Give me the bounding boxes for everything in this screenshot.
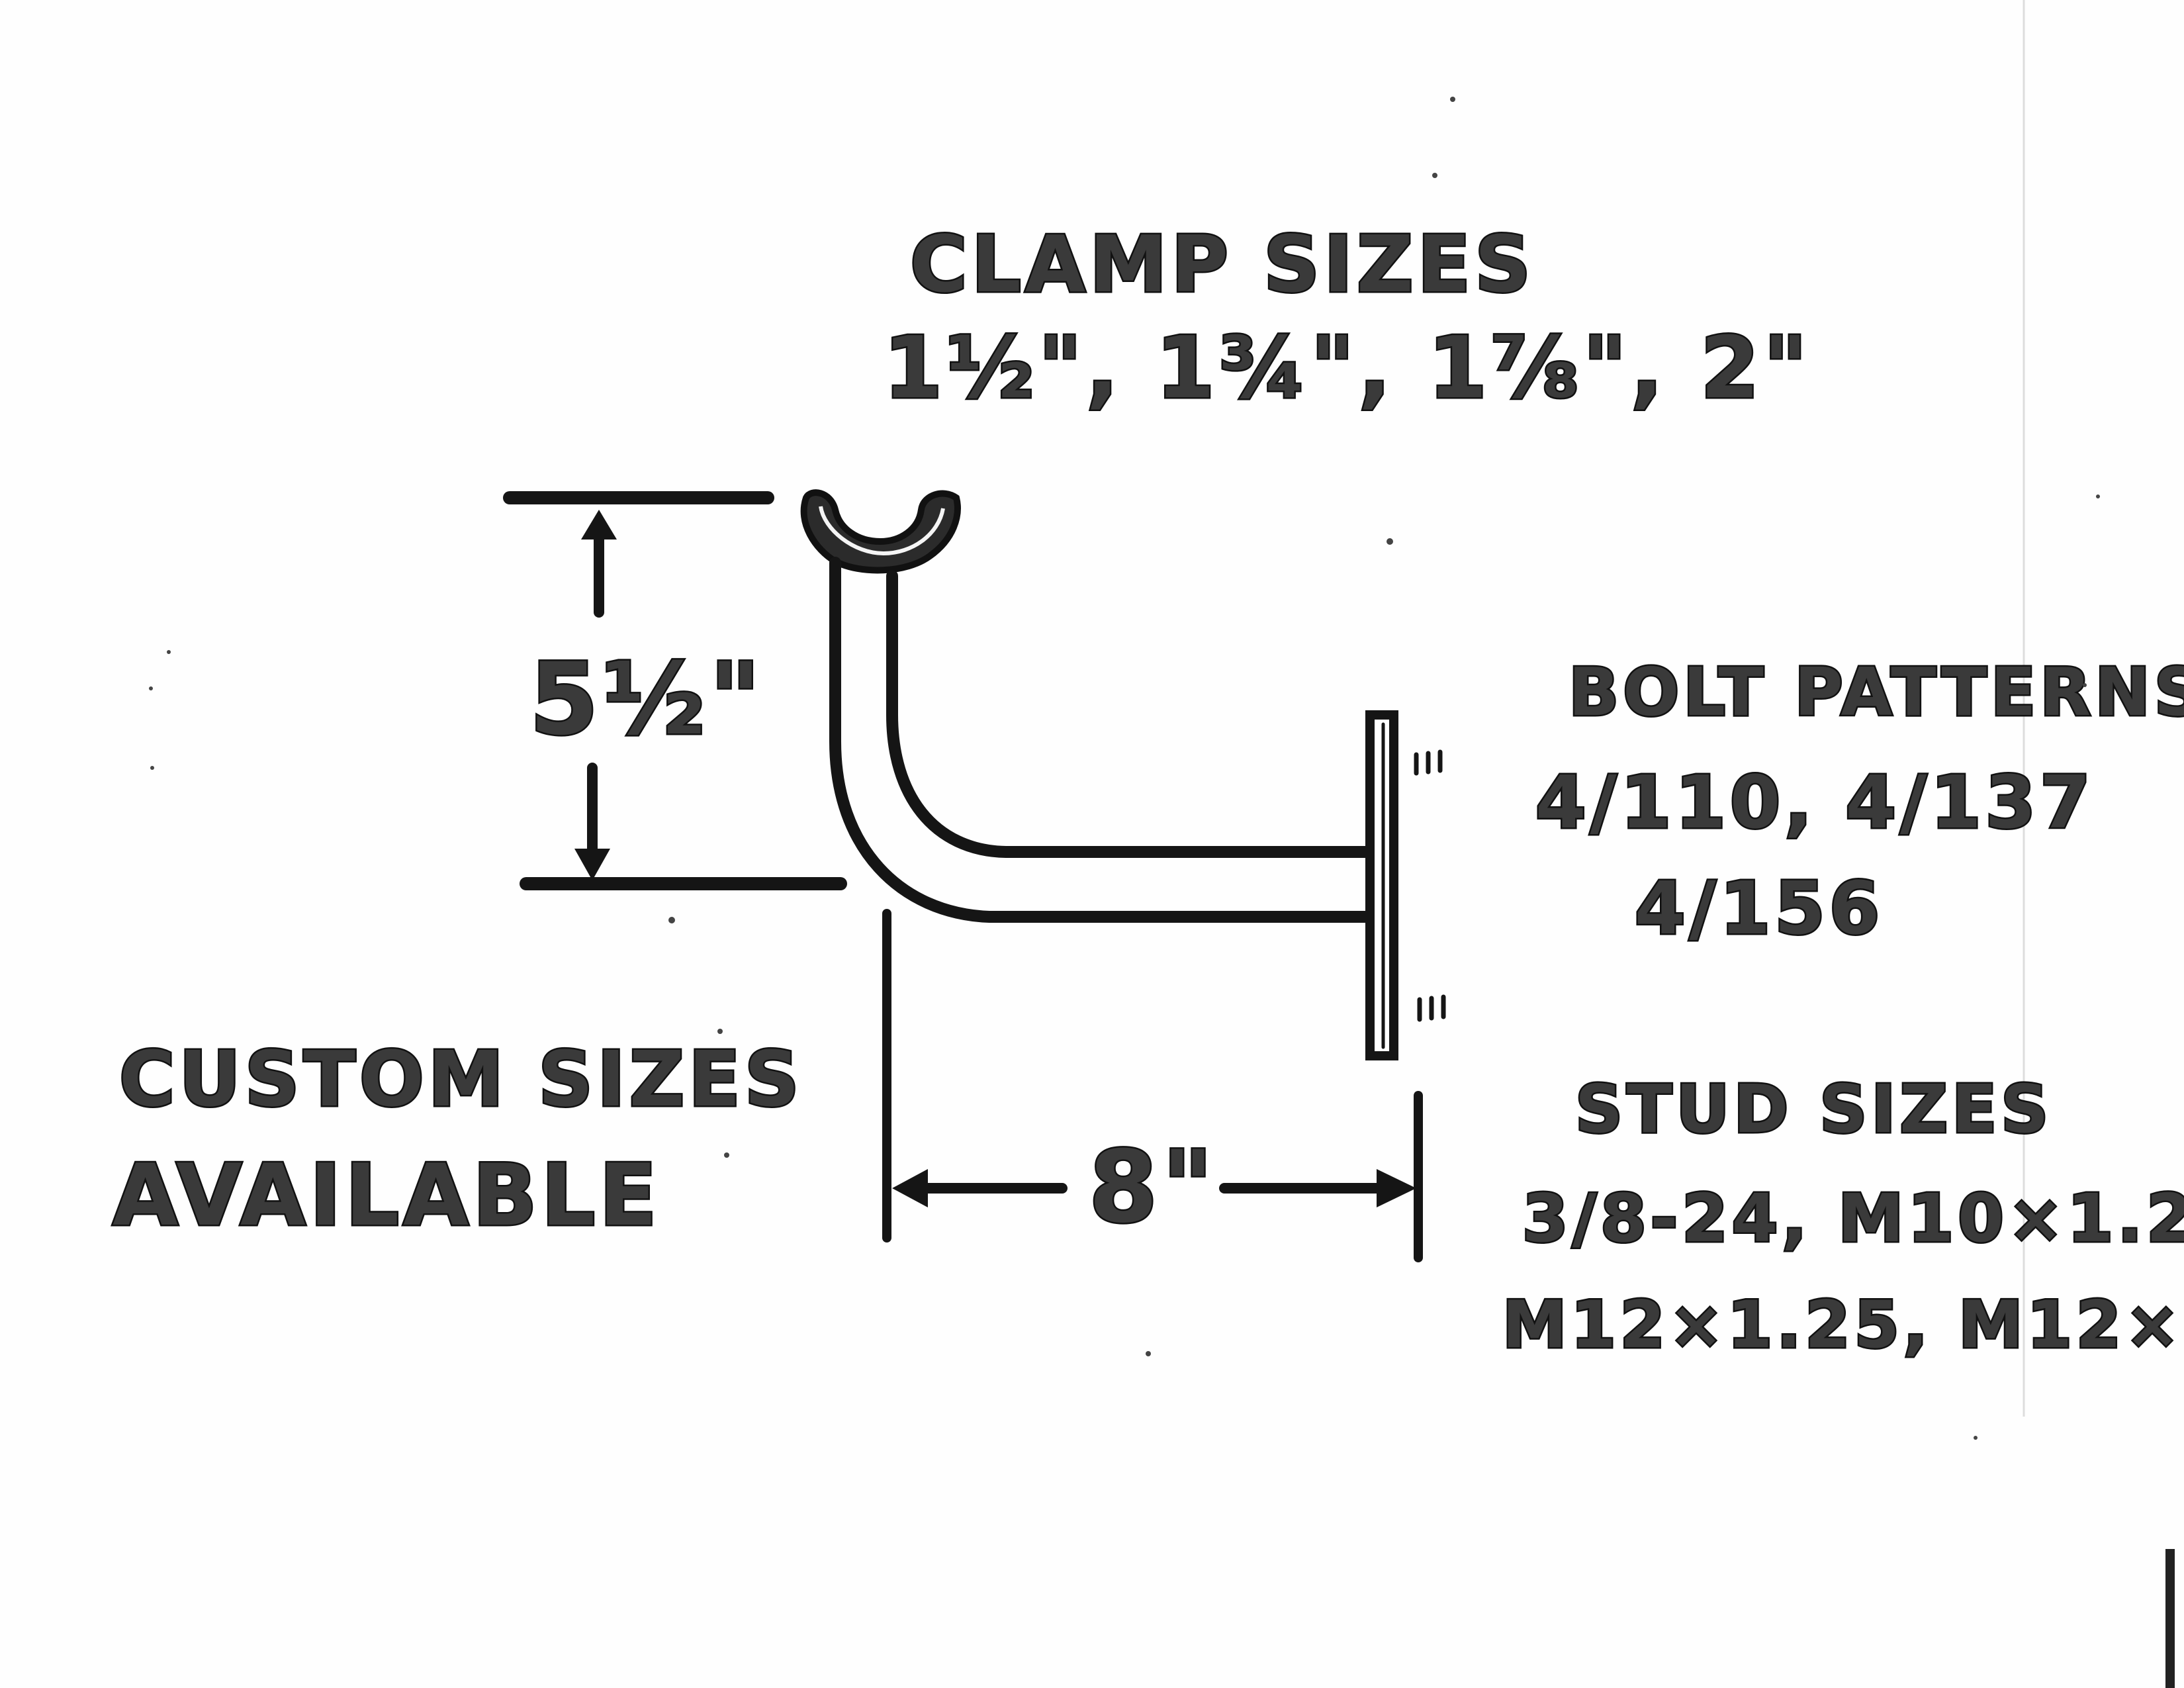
clamp-cup: [800, 489, 961, 574]
bolt-patterns-line2: 4/156: [1635, 866, 1884, 951]
scan-specks: [149, 97, 2100, 1440]
bolt-patterns-line1: 4/110, 4/137: [1535, 760, 2095, 845]
arrowhead-left: [892, 1169, 928, 1207]
arrowhead-down: [574, 849, 610, 880]
custom-sizes-line1: CUSTOM SIZES: [119, 1035, 803, 1124]
bracket-arm: [829, 557, 1379, 923]
width-dimension: [882, 909, 1423, 1262]
arrowhead-right: [1377, 1169, 1416, 1207]
height-dimension: [503, 491, 847, 890]
stud-sizes-line2: M12×1.25, M12×1.5: [1502, 1288, 2184, 1363]
height-dimension-label: 5½": [529, 642, 765, 757]
clamp-sizes-values: 1½", 1¾", 1⅞", 2": [884, 319, 1811, 418]
scan-corner-mark: [2165, 1549, 2175, 1688]
clamp-sizes-title: CLAMP SIZES: [910, 218, 1535, 310]
bolt-patterns-title: BOLT PATTERNS: [1569, 653, 2184, 731]
width-dimension-label: 8": [1089, 1130, 1218, 1245]
arrowhead-up: [581, 510, 617, 539]
stud-marks-bottom: [1417, 994, 1446, 1022]
mounting-plate: [1365, 710, 1398, 1060]
stud-sizes-title: STUD SIZES: [1575, 1070, 2052, 1148]
custom-sizes-line2: AVAILABLE: [113, 1147, 661, 1245]
stud-sizes-line1: 3/8-24, M10×1.25: [1522, 1180, 2184, 1257]
stud-marks-top: [1414, 749, 1443, 776]
